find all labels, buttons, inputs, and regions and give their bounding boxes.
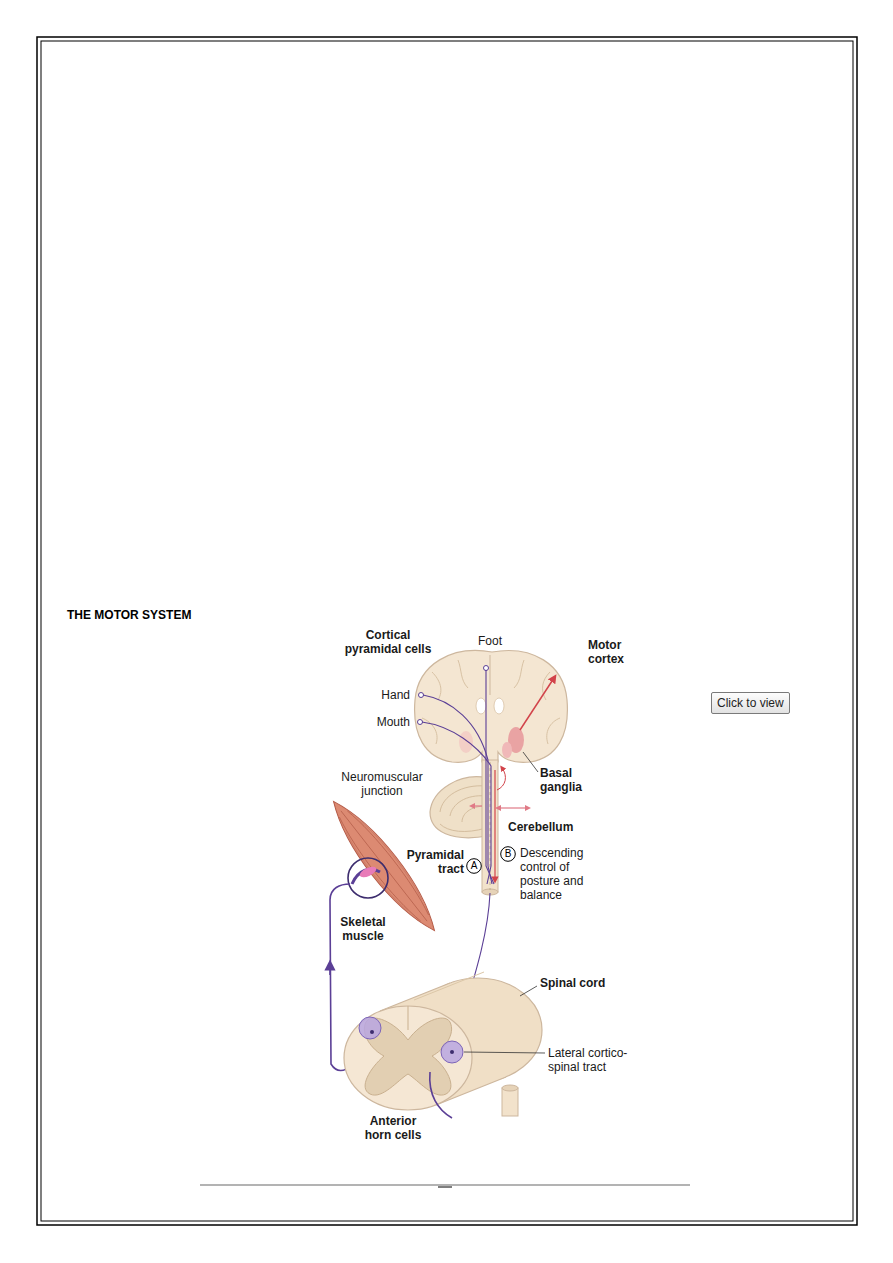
part-label: Hand xyxy=(372,688,410,702)
part-label: Skeletal muscle xyxy=(334,915,392,943)
view-button: Click to view xyxy=(711,692,790,714)
diagram-title: THE MOTOR SYSTEM xyxy=(67,608,191,622)
part-label: Anterior horn cells xyxy=(360,1114,426,1142)
part-label: Descending control of posture and balanc… xyxy=(520,846,598,902)
part-label: Basal ganglia xyxy=(540,766,600,794)
part-label: Spinal cord xyxy=(540,976,630,990)
part-label: Neuromuscular junction xyxy=(340,770,424,798)
part-label: Cortical pyramidal cells xyxy=(338,628,438,656)
part-label: Foot xyxy=(478,634,508,648)
part-label: Lateral cortico-spinal tract xyxy=(548,1046,638,1074)
callout-circle: A xyxy=(466,858,482,874)
callout-letter: A xyxy=(466,858,482,874)
button-text: Click to view xyxy=(717,696,784,710)
part-label: Cerebellum xyxy=(508,820,588,834)
callout-circle: B xyxy=(500,846,516,862)
part-label: Mouth xyxy=(362,715,410,729)
part-label: Motor cortex xyxy=(588,638,648,666)
callout-letter: B xyxy=(500,846,516,862)
part-label: Pyramidal tract xyxy=(400,848,464,876)
